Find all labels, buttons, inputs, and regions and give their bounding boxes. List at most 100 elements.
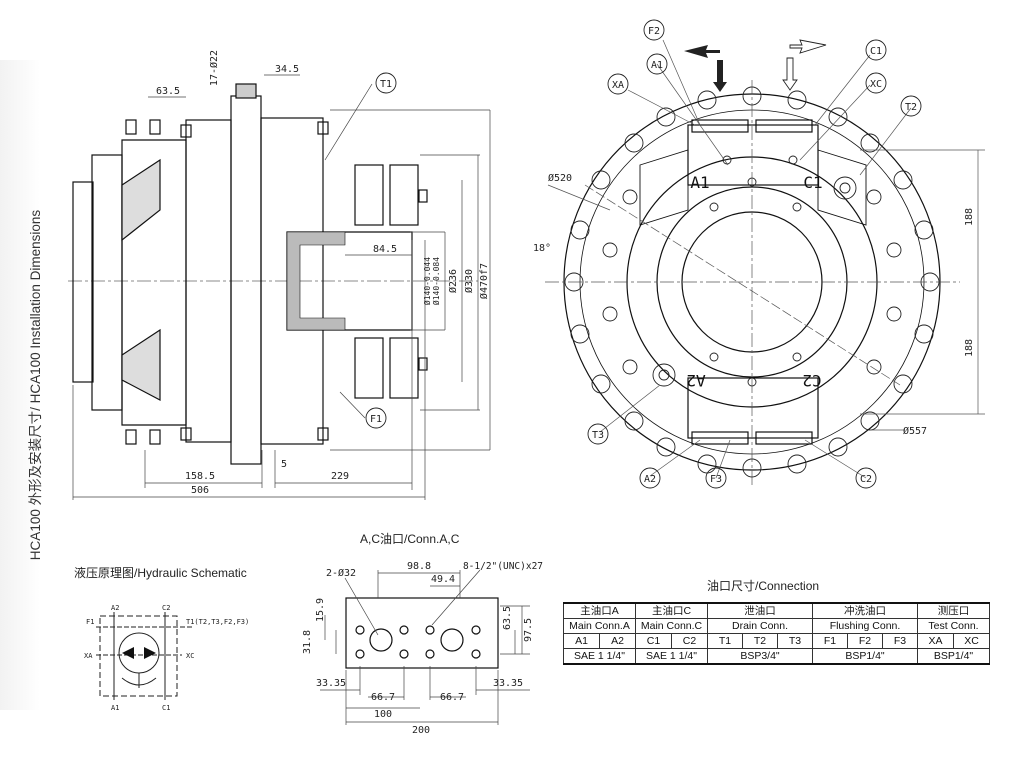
hydraulic-schematic: A2 C2 F1 T1(T2,T3,F2,F3) XA XC A1 C1 [84, 604, 249, 712]
dim-shaft-dia-lower: Ø140-0.084 [431, 257, 441, 305]
dim-330: Ø330 [463, 269, 475, 293]
callout-f1: F1 [370, 414, 382, 425]
dim-188-lower: 188 [964, 339, 975, 357]
spec-a: SAE 1 1/4" [563, 648, 636, 665]
dim-bolt-holes: 17-Ø22 [208, 50, 220, 86]
table-row: Main Conn.A Main Conn.C Drain Conn. Flus… [563, 618, 990, 634]
connection-table-title: 油口尺寸/Connection [707, 579, 820, 593]
callout-a1: A1 [651, 60, 663, 71]
dim-63-5-ac: 63.5 [502, 606, 513, 630]
schem-label-xc: XC [186, 652, 194, 660]
callout-c1: C1 [870, 46, 882, 57]
group-test-en: Test Conn. [917, 618, 990, 634]
sidebar-band [0, 60, 40, 710]
dim-15-9: 15.9 [315, 598, 326, 622]
schematic-title: 液压原理图/Hydraulic Schematic [74, 566, 247, 580]
schem-label-c2: C2 [162, 604, 170, 612]
group-test-cn: 测压口 [917, 602, 990, 619]
dim-84-5: 84.5 [373, 244, 397, 255]
dim-31-8: 31.8 [302, 630, 313, 654]
group-drain-cn: 泄油口 [707, 602, 813, 619]
spec-drain: BSP3/4" [707, 648, 813, 665]
dim-506: 506 [191, 485, 209, 496]
sheet-title: HCA100 外形及安装尺寸/ HCA100 Installation Dime… [28, 209, 43, 561]
callout-f3: F3 [710, 474, 722, 485]
group-flush-cn: 冲洗油口 [812, 602, 918, 619]
dim-66-7-right: 66.7 [440, 692, 464, 703]
dim-5: 5 [281, 459, 287, 470]
port-f3: F3 [882, 633, 918, 649]
group-flush-en: Flushing Conn. [812, 618, 918, 634]
port-mark-a2: A2 [686, 371, 705, 390]
dim-34-5: 34.5 [275, 64, 299, 75]
dim-188-upper: 188 [964, 208, 975, 226]
dim-557: Ø557 [903, 425, 927, 437]
dim-33-35-right: 33.35 [493, 678, 523, 689]
port-a2: A2 [599, 633, 636, 649]
dim-33-35-left: 33.35 [316, 678, 346, 689]
callout-t1-circle [375, 72, 397, 94]
callout-f1-circle [365, 407, 387, 429]
dim-229: 229 [331, 471, 349, 482]
callout-xa: XA [612, 80, 624, 91]
dim-158-5: 158.5 [185, 471, 215, 482]
callout-t3: T3 [592, 430, 604, 441]
callout-a2: A2 [644, 474, 656, 485]
port-mark-a1: A1 [690, 173, 709, 192]
port-f1: F1 [812, 633, 848, 649]
conn-ac-title: A,C油口/Conn.A,C [360, 532, 460, 546]
spec-test: BSP1/4" [917, 648, 990, 665]
port-c2: C2 [671, 633, 708, 649]
dim-100: 100 [374, 709, 392, 720]
dim-angle-18: 18° [533, 243, 551, 254]
port-c1: C1 [635, 633, 672, 649]
dim-2-32: 2-Ø32 [326, 567, 356, 579]
dim-66-7-left: 66.7 [371, 692, 395, 703]
schem-label-xa: XA [84, 652, 93, 660]
callout-f2: F2 [648, 26, 660, 37]
port-t1: T1 [707, 633, 743, 649]
dim-unc-thread: 8-1/2"(UNC)x27 [463, 561, 543, 572]
schem-label-a1: A1 [111, 704, 119, 712]
connection-table: 主油口A 主油口C 泄油口 冲洗油口 测压口 Main Conn.A Main … [563, 602, 990, 665]
dim-49-4: 49.4 [431, 574, 455, 585]
dim-98-8: 98.8 [407, 561, 431, 572]
table-row: SAE 1 1/4" SAE 1 1/4" BSP3/4" BSP1/4" BS… [563, 648, 990, 665]
port-mark-c1: C1 [803, 173, 822, 192]
group-a-cn: 主油口A [563, 602, 636, 619]
dim-200: 200 [412, 725, 430, 735]
schem-label-a2: A2 [111, 604, 119, 612]
callout-t2: T2 [905, 102, 917, 113]
port-xa: XA [917, 633, 954, 649]
schem-label-c1: C1 [162, 704, 170, 712]
callout-xc: XC [870, 79, 882, 90]
table-row: 主油口A 主油口C 泄油口 冲洗油口 测压口 [563, 602, 990, 619]
group-c-en: Main Conn.C [635, 618, 708, 634]
port-mark-c2: C2 [802, 371, 821, 390]
group-c-cn: 主油口C [635, 602, 708, 619]
spec-c: SAE 1 1/4" [635, 648, 708, 665]
port-a1: A1 [563, 633, 600, 649]
conn-ac-drawing: 2-Ø32 98.8 49.4 8-1/2"(UNC)x27 15.9 31.8… [302, 561, 543, 735]
dim-236: Ø236 [447, 269, 459, 293]
dim-97-5: 97.5 [523, 618, 534, 642]
table-row: A1 A2 C1 C2 T1 T2 T3 F1 F2 F3 XA XC [563, 633, 990, 649]
port-t3: T3 [777, 633, 813, 649]
schem-label-t1: T1(T2,T3,F2,F3) [186, 618, 249, 626]
callout-c2: C2 [860, 474, 872, 485]
dim-shaft-dia-upper: Ø140-0.044 [422, 257, 432, 305]
dim-470f7: Ø470f7 [478, 263, 490, 299]
port-f2: F2 [847, 633, 883, 649]
port-t2: T2 [742, 633, 778, 649]
side-view-drawing: T1 F1 17-Ø22 34.5 63.5 84.5 Ø140-0.044 Ø… [68, 50, 491, 500]
group-drain-en: Drain Conn. [707, 618, 813, 634]
front-view-drawing: F2 A1 XA C1 XC T2 T3 A2 F3 C2 A1 C1 A2 C… [533, 19, 985, 489]
group-a-en: Main Conn.A [563, 618, 636, 634]
callout-t1: T1 [380, 79, 392, 90]
dim-520: Ø520 [548, 172, 572, 184]
schem-label-f1: F1 [86, 618, 94, 626]
port-xc: XC [953, 633, 990, 649]
spec-flush: BSP1/4" [812, 648, 918, 665]
dim-63-5: 63.5 [156, 86, 180, 97]
